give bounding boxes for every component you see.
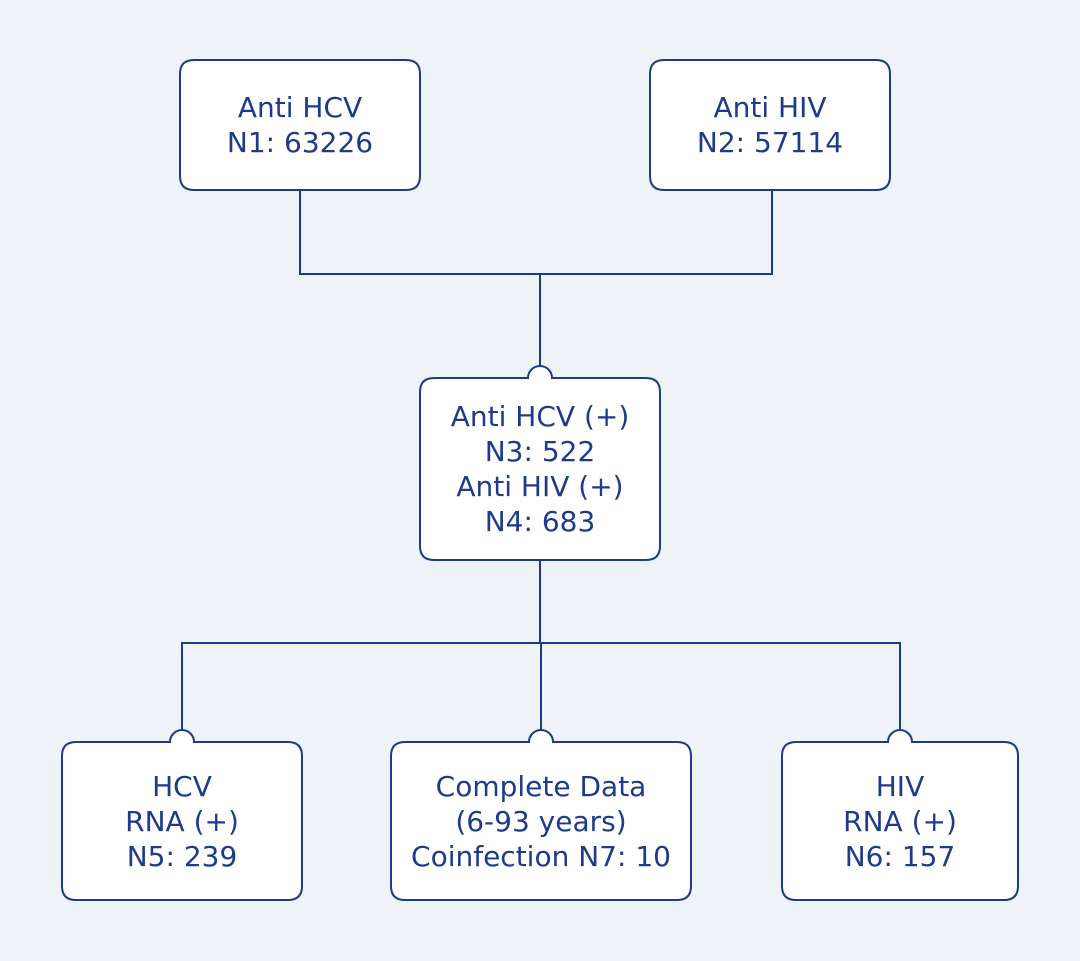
complete-data-title: Complete Data xyxy=(435,769,647,803)
anti-hcv-positive-count: N3: 522 xyxy=(484,435,596,468)
complete-data-age-range: (6-93 years) xyxy=(455,804,627,838)
hcv-rna-box: HCV RNA (+) N5: 239 xyxy=(62,742,302,900)
positives-box: Anti HCV (+) N3: 522 Anti HIV (+) N4: 68… xyxy=(420,378,660,560)
complete-data-text: Complete Data (6-93 years) Coinfection N… xyxy=(411,769,671,874)
hiv-rna-outline xyxy=(781,729,1019,901)
anti-hiv-text: Anti HIV N2: 57114 xyxy=(697,90,843,160)
positives-text: Anti HCV (+) N3: 522 Anti HIV (+) N4: 68… xyxy=(451,399,630,539)
anti-hcv-outline xyxy=(179,59,421,191)
hiv-rna-text: HIV RNA (+) N6: 157 xyxy=(843,769,957,874)
hcv-rna-count: N5: 239 xyxy=(126,839,238,873)
hiv-rna-title: HIV xyxy=(875,769,925,803)
hiv-rna-status: RNA (+) xyxy=(843,804,957,838)
anti-hiv-title: Anti HIV xyxy=(713,91,827,124)
coinfection-count: Coinfection N7: 10 xyxy=(411,839,671,873)
positives-outline xyxy=(419,365,661,561)
anti-hcv-text: Anti HCV N1: 63226 xyxy=(227,90,373,160)
anti-hiv-positive-count: N4: 683 xyxy=(484,505,596,538)
hiv-rna-box: HIV RNA (+) N6: 157 xyxy=(782,742,1018,900)
hcv-rna-text: HCV RNA (+) N5: 239 xyxy=(125,769,239,874)
hcv-rna-status: RNA (+) xyxy=(125,804,239,838)
hcv-rna-title: HCV xyxy=(152,769,212,803)
complete-data-box: Complete Data (6-93 years) Coinfection N… xyxy=(391,742,691,900)
hiv-rna-count: N6: 157 xyxy=(844,839,956,873)
anti-hcv-count: N1: 63226 xyxy=(226,126,374,159)
complete-data-outline xyxy=(390,729,692,901)
anti-hiv-box: Anti HIV N2: 57114 xyxy=(650,60,890,190)
anti-hiv-positive-label: Anti HIV (+) xyxy=(456,470,624,503)
hcv-rna-outline xyxy=(61,729,303,901)
anti-hcv-title: Anti HCV xyxy=(237,91,363,124)
anti-hcv-positive-label: Anti HCV (+) xyxy=(450,400,630,433)
anti-hiv-count: N2: 57114 xyxy=(696,126,844,159)
anti-hcv-box: Anti HCV N1: 63226 xyxy=(180,60,420,190)
anti-hiv-outline xyxy=(649,59,891,191)
